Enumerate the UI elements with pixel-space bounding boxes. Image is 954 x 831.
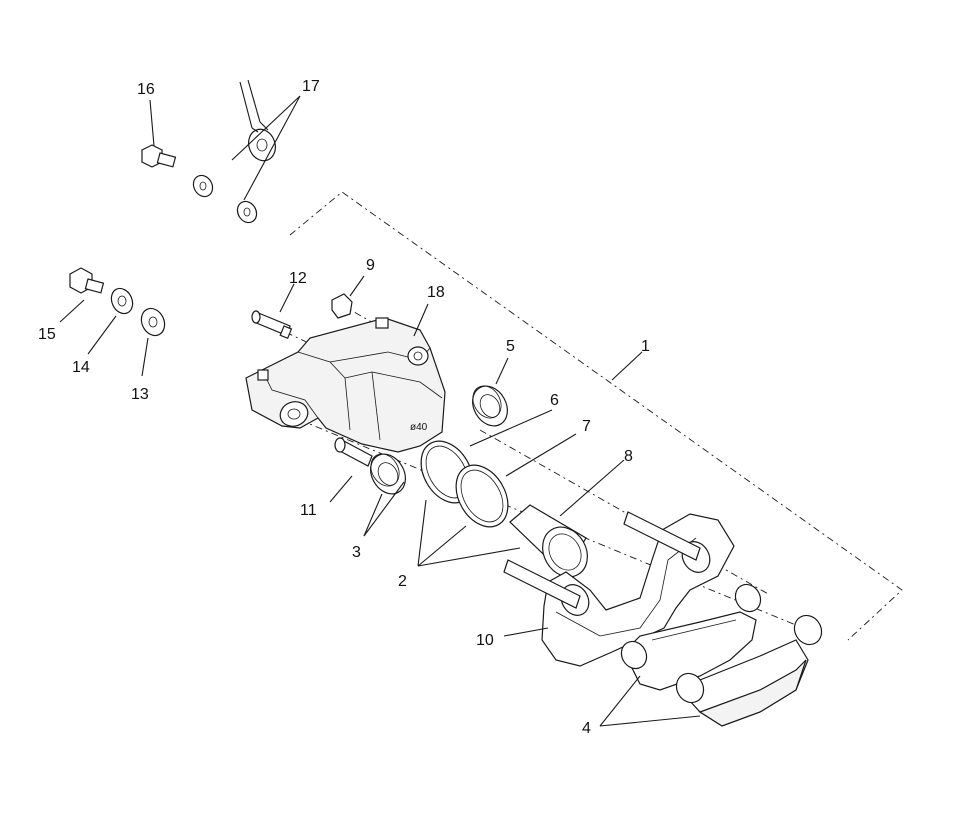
callout-18: 18: [427, 284, 445, 301]
callout-7: 7: [582, 418, 591, 435]
boot-3: [370, 453, 406, 495]
caliper-body: ø40: [245, 317, 446, 453]
assembly-bracket-1: [289, 191, 903, 641]
callout-9: 9: [366, 257, 375, 274]
callout-13: 13: [131, 386, 149, 403]
bore-size-marking: ø40: [410, 422, 428, 433]
bleeder-cap-9: [331, 293, 353, 319]
callout-10: 10: [476, 632, 494, 649]
callout-16: 16: [137, 81, 155, 98]
callout-14: 14: [72, 359, 90, 376]
mounting-bracket-10: [503, 511, 735, 667]
callout-3: 3: [352, 544, 361, 561]
washer-13: [140, 307, 166, 337]
brake-pad-inner: [620, 583, 762, 691]
bleeder-screw-12: [251, 310, 293, 340]
seal-7: [455, 464, 509, 528]
callout-4: 4: [582, 720, 591, 737]
callout-11: 11: [300, 502, 317, 519]
lock-washer-14: [110, 287, 134, 315]
callout-2: 2: [398, 573, 407, 590]
callout-17: 17: [302, 78, 320, 95]
washers-17: [192, 174, 258, 224]
leader-lines: [59, 95, 701, 727]
callout-1: 1: [641, 338, 650, 355]
callout-15: 15: [38, 326, 56, 343]
callout-5: 5: [506, 338, 515, 355]
brake-hose: [239, 79, 276, 162]
callout-6: 6: [550, 392, 559, 409]
callout-labels: 16 17 12 9 18 15 14 13 5 1 6 7 8 11 3 2 …: [38, 78, 650, 737]
banjo-bolt-16: [141, 144, 177, 168]
slide-pin-11: [334, 437, 373, 467]
callout-12: 12: [289, 270, 307, 287]
piston-8: [509, 504, 588, 578]
brake-pad-outer: [675, 614, 823, 727]
callout-8: 8: [624, 448, 633, 465]
boot-5: [472, 385, 508, 427]
mounting-bolt-15: [69, 267, 105, 294]
